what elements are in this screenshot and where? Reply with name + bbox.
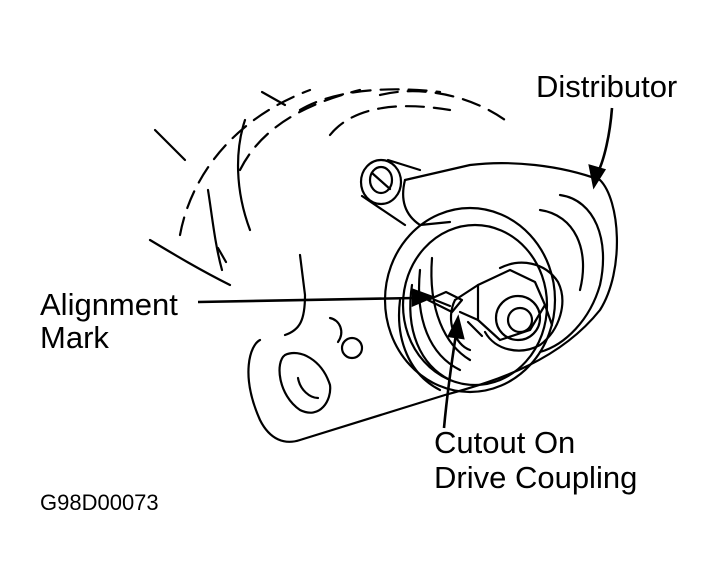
- distributor-leader-line: [596, 107, 614, 173]
- distributor-flange: [247, 162, 619, 443]
- alignment-mark-label-line1: Alignment: [40, 287, 178, 322]
- engine-block-edge: [148, 238, 232, 287]
- alignment-mark-label-line2: Mark: [40, 320, 109, 355]
- cutout-arrowhead: [447, 314, 465, 340]
- engine-block-sketch: [178, 88, 507, 237]
- distributor-label: Distributor: [536, 69, 678, 104]
- drive-coupling: [450, 261, 564, 352]
- figure-code: G98D00073: [40, 490, 159, 515]
- mounting-bolt: [359, 158, 422, 227]
- alignment-arrowhead: [411, 288, 436, 307]
- distributor-arrowhead: [588, 164, 607, 190]
- cutout-label-line2: Drive Coupling: [434, 460, 638, 495]
- alignment-leader-line: [197, 296, 416, 304]
- cutout-leader-line: [442, 333, 458, 429]
- cutout-label-line1: Cutout On: [434, 425, 576, 460]
- alignment-mark-tab: [426, 290, 464, 314]
